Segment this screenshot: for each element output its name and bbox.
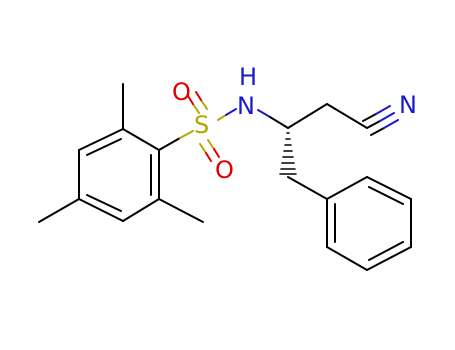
nitrogen-carbon-bond [269,116,289,129]
nitrile-triple-bond [366,120,381,129]
ring-bond [366,176,412,200]
ring-bond [78,128,124,151]
oxygen-top-atom-label: O [172,78,191,106]
nitrogen-carbon-bond [257,109,271,118]
ring-double-bond [86,138,122,156]
sulfonyl-oxygens [187,91,220,162]
sulfur-oxygen-bottom-bond [213,148,220,158]
sulfur-oxygen-top-bond [192,103,200,114]
sulfur-oxygen-bottom-bond-second [199,143,207,154]
sulfur-nitrogen-bond [217,114,227,121]
sulfur-atom-label: S [194,111,209,139]
amide-hydrogen-atom-label: H [239,63,257,91]
chain-bond [326,103,368,129]
sulfur-oxygen-bottom-bond-second [205,152,212,162]
ring-bond [78,198,124,222]
sulfur-oxygen-bottom-bond [207,139,215,150]
sulfur-oxygen-top-bond-second [195,91,202,101]
phenyl-ring [326,176,412,271]
amide-nitrogen-atom-label: N [237,92,255,120]
nitrile-triple-bond [370,127,385,136]
ring-bond [366,246,412,271]
methyl-groups [38,83,204,223]
sulfur-nitrogen-bond [225,108,237,116]
sulfur-oxygen-top-bond-second [200,99,208,110]
benzyl-bond [287,176,328,200]
nitrile-triple-bond [375,105,391,115]
nitrile-triple-bond [383,119,399,129]
methyl-bond-left [38,198,80,223]
ring-bond [122,128,160,151]
sulfur-oxygen-top-bond [187,95,194,105]
chain-bond [287,103,328,129]
oxygen-bottom-atom-label: O [215,156,234,184]
cyanomethyl-chain [287,103,399,136]
ring-double-bond [368,241,404,261]
nitrile-triple-bond [362,113,377,122]
ring-bond [122,198,160,222]
ring-bond [326,246,368,271]
carbon-sulfur-bond-sulfur-half [179,130,194,139]
ring-double-bond [86,194,122,212]
nitrile-triple-bond [379,112,395,122]
ring-bond [326,176,368,200]
mesityl-ring [78,128,160,222]
ring-double-bond [368,186,404,205]
nitrile-nitrogen-atom-label: N [399,91,417,119]
methyl-bond-bottom [158,198,204,223]
hashed-wedge-bond [279,132,297,175]
carbon-sulfur-bond [158,137,181,151]
